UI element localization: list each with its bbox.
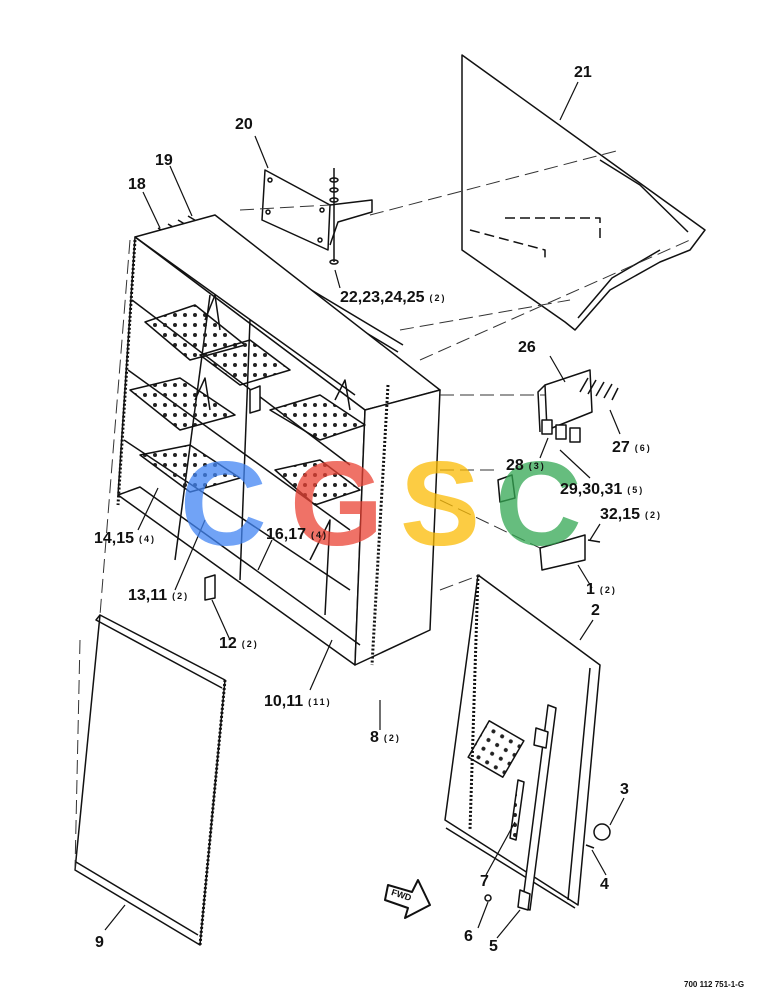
callout-21: 21 [574, 64, 592, 81]
callout-7: 7 [480, 873, 489, 890]
callout-20: 20 [235, 116, 253, 133]
callout-14-15: 14,15(4) [94, 530, 157, 547]
callout-19: 19 [155, 152, 173, 169]
callout-5: 5 [489, 938, 498, 955]
part-2-right-door [444, 574, 601, 909]
callout-6: 6 [464, 928, 473, 945]
part-8-piano-hinges [116, 239, 390, 666]
assembly-centerlines [74, 149, 691, 871]
part-12-latch [204, 574, 216, 601]
leader-lines [104, 81, 625, 939]
callout-18: 18 [128, 176, 146, 193]
part-3-knob [593, 823, 611, 841]
part-22-25-hardware-stack [329, 168, 339, 265]
callout-4: 4 [600, 876, 609, 893]
callout-16-17: 16,17(4) [266, 526, 329, 543]
perforated-shelves [129, 294, 366, 616]
callout-27: 27(6) [612, 439, 652, 456]
part-6-screw [484, 894, 492, 902]
part-32-fastener [587, 539, 601, 543]
callout-13-11: 13,11(2) [128, 587, 190, 604]
callout-8: 8(2) [370, 729, 401, 746]
callout-9: 9 [95, 934, 104, 951]
figure-number: 700 112 751-1-G [684, 980, 745, 989]
part-26-mounting-plate [537, 369, 593, 443]
callout-32-15: 32,15(2) [600, 506, 663, 523]
callout-26: 26 [518, 339, 536, 356]
callout-2: 2 [591, 602, 600, 619]
callout-10-11: 10,11(11) [264, 693, 332, 710]
part-9-left-door [74, 614, 227, 946]
part-21-deflector-panel [461, 54, 706, 331]
callout-1: 1(2) [586, 581, 617, 598]
callout-3: 3 [620, 781, 629, 798]
callout-22-25: 22,23,24,25(2) [340, 289, 447, 306]
part-20-bracket [261, 169, 373, 251]
part-27-screws [579, 377, 619, 401]
part-1-catch-brackets [497, 474, 586, 571]
part-4-screw [585, 844, 595, 849]
fwd-arrow-symbol [384, 879, 431, 919]
callout-29-31: 29,30,31(5) [560, 481, 645, 498]
part-16-latch [249, 385, 261, 414]
callout-28: 28(3) [506, 457, 546, 474]
callout-12: 12(2) [219, 635, 259, 652]
